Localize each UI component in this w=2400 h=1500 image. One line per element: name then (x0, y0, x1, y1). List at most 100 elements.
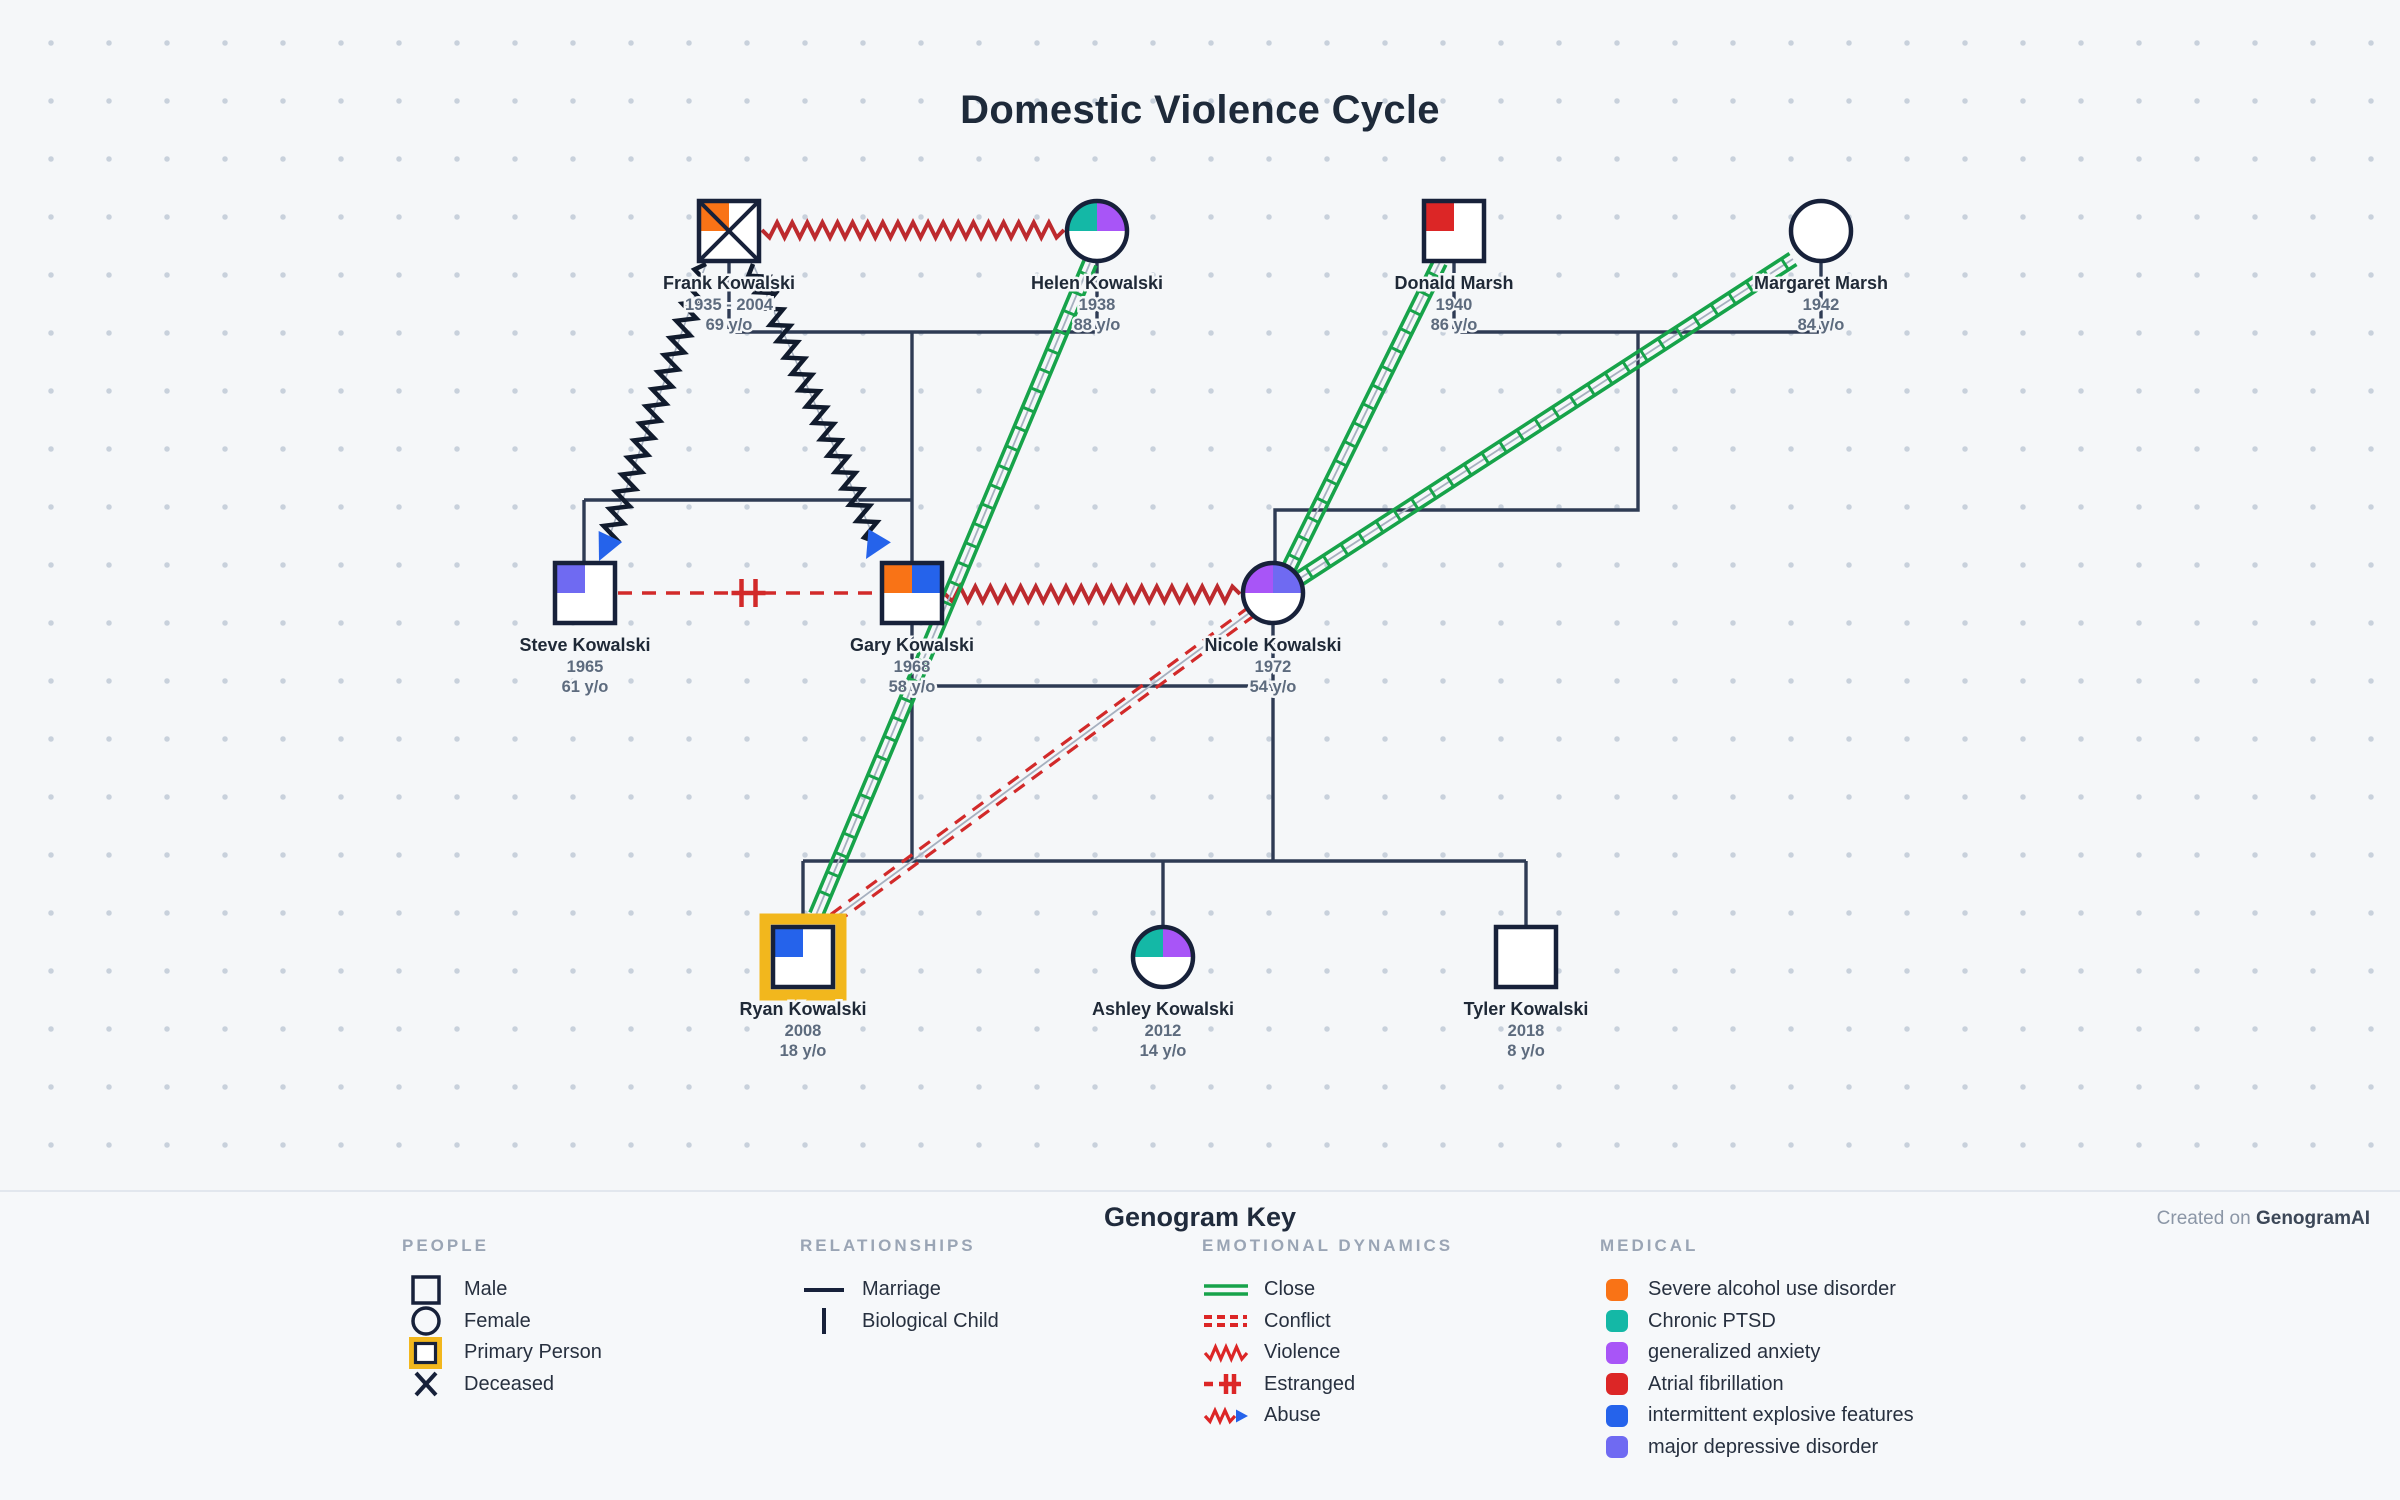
estranged-swatch (1202, 1368, 1250, 1400)
female-icon (411, 1306, 441, 1336)
family-connectors (582, 261, 1823, 926)
legend-item-label: Marriage (862, 1278, 941, 1301)
legend-item-label: Deceased (464, 1372, 555, 1395)
person-age: 84 y/o (1798, 316, 1845, 334)
condition-quadrant (1243, 563, 1273, 593)
atrial-fibrillation-color-chip (1606, 1373, 1628, 1396)
abuse-link (598, 261, 714, 561)
close-link (1294, 252, 1798, 586)
female-circle (1064, 198, 1130, 264)
female-swatch (402, 1305, 450, 1337)
legend-item-label: Abuse (1264, 1404, 1321, 1427)
person-name: Nicole Kowalski (1204, 635, 1341, 655)
person-name: Ryan Kowalski (739, 999, 866, 1019)
female-circle (1240, 560, 1306, 626)
legend-item-label: Severe alcohol use disorder (1648, 1278, 1896, 1301)
legend-item-label: Chronic PTSD (1648, 1309, 1776, 1332)
deceased-swatch (402, 1368, 450, 1400)
biological-child-swatch (800, 1305, 848, 1337)
person-age: 54 y/o (1250, 678, 1297, 696)
legend-item-close: Close (1202, 1274, 1453, 1306)
legend-item-abuse: Abuse (1202, 1400, 1453, 1432)
legend-item-female: Female (402, 1306, 602, 1338)
legend-item-generalized-anxiety: generalized anxiety (1600, 1337, 1914, 1369)
key-section-header: MEDICAL (1600, 1236, 1699, 1255)
intermittent-explosive-features-color-chip (1606, 1404, 1628, 1427)
person-age: 61 y/o (562, 678, 609, 696)
condition-quadrant (1097, 201, 1127, 231)
marriage-icon (804, 1287, 844, 1292)
deceased-cross (697, 199, 761, 263)
condition-quadrant (1163, 927, 1193, 957)
male-square (770, 924, 836, 990)
person-age: 58 y/o (889, 678, 936, 696)
close-icon (1204, 1284, 1248, 1296)
legend-item-primary-person: Primary Person (402, 1336, 602, 1369)
condition-quadrant (882, 563, 912, 593)
condition-quadrant (1424, 201, 1454, 231)
primary-person-ring (759, 913, 847, 1001)
legend-item-male: Male (402, 1274, 602, 1306)
condition-quadrant (555, 563, 585, 593)
person-years: 1965 (567, 658, 604, 676)
abuse-swatch (1202, 1400, 1250, 1432)
genogram-key: Genogram Key Created on GenogramAI PEOPL… (0, 1190, 2400, 1500)
conflict-swatch (1202, 1305, 1250, 1337)
family-connector-line (727, 261, 1099, 334)
credit-line: Created on GenogramAI (2157, 1208, 2370, 1230)
close-link (1281, 258, 1448, 572)
person-name: Frank Kowalski (663, 273, 795, 293)
major-depressive-disorder-color-chip (1606, 1436, 1628, 1459)
legend-item-label: major depressive disorder (1648, 1435, 1879, 1458)
person-years: 2018 (1508, 1022, 1545, 1040)
biological-child-icon (822, 1308, 826, 1335)
legend-item-intermittent-explosive-features: intermittent explosive features (1600, 1400, 1914, 1432)
person-name: Steve Kowalski (519, 635, 650, 655)
person-node-nicole[interactable]: Nicole Kowalski 1972 54 y/o (1202, 560, 1344, 699)
legend-item-label: Biological Child (862, 1309, 999, 1332)
person-age: 18 y/o (780, 1042, 827, 1060)
legend-item-severe-alcohol-use-disorder: Severe alcohol use disorder (1600, 1274, 1914, 1306)
estranged-icon (1204, 1374, 1241, 1395)
person-age: 14 y/o (1140, 1042, 1187, 1060)
person-age: 69 y/o (706, 316, 753, 334)
person-years: 1968 (894, 658, 931, 676)
legend-item-conflict: Conflict (1202, 1306, 1453, 1338)
person-node-steve[interactable]: Steve Kowalski 1965 61 y/o (517, 560, 653, 699)
legend-item-label: Close (1264, 1278, 1316, 1301)
person-node-ashley[interactable]: Ashley Kowalski 2012 14 y/o (1089, 924, 1237, 1063)
person-years: 1942 (1803, 296, 1840, 314)
female-circle (1788, 198, 1854, 264)
severe-alcohol-use-disorder-swatch (1600, 1278, 1634, 1301)
legend-item-label: Violence (1264, 1341, 1341, 1364)
marriage-swatch (800, 1274, 848, 1306)
credit-brand: GenogramAI (2255, 1208, 2370, 1229)
person-years: 1972 (1255, 658, 1292, 676)
abuse-icon (1203, 1406, 1248, 1426)
condition-quadrant (1273, 563, 1303, 593)
primary-person-swatch (402, 1336, 450, 1369)
condition-quadrant (1133, 927, 1163, 957)
person-name: Ashley Kowalski (1092, 999, 1234, 1019)
legend-item-atrial-fibrillation: Atrial fibrillation (1600, 1369, 1914, 1401)
legend-item-label: Estranged (1264, 1372, 1356, 1395)
legend-item-label: generalized anxiety (1648, 1341, 1821, 1364)
abuse-link (745, 263, 891, 559)
person-years: 2012 (1145, 1022, 1182, 1040)
violence-swatch (1202, 1337, 1250, 1369)
person-name: Helen Kowalski (1031, 273, 1163, 293)
key-section-header: EMOTIONAL DYNAMICS (1202, 1236, 1454, 1255)
person-name: Donald Marsh (1394, 273, 1513, 293)
